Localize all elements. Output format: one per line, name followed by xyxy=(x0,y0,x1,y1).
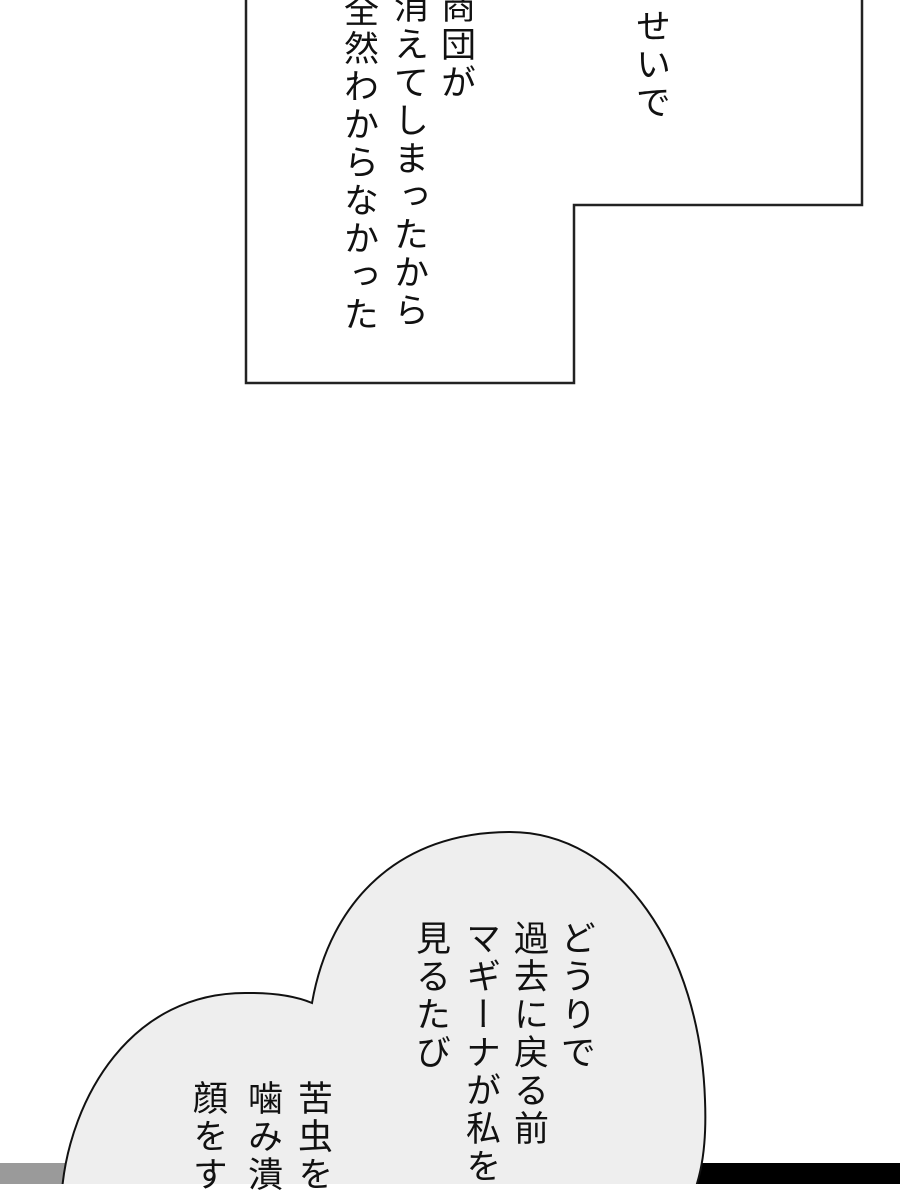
thought-bubble xyxy=(61,830,707,1184)
narration-column-4: 全然わからなかった xyxy=(338,0,378,334)
bubble-column-6: 噛み潰 xyxy=(242,1080,282,1194)
bubble-column-5: 苦虫を xyxy=(292,1080,332,1194)
bubble-column-4: 見るたび xyxy=(410,920,450,1072)
bubble-column-2: 過去に戻る前 xyxy=(508,920,548,1148)
bubble-column-3: マギーナが私を xyxy=(460,920,500,1186)
narration-column-1: せいで xyxy=(630,8,670,122)
bubble-column-7: 顔をす xyxy=(187,1080,227,1194)
bubble-column-1: どうりで xyxy=(555,920,595,1072)
halftone-strip xyxy=(0,1163,70,1184)
narration-column-3: 消えてしまったから xyxy=(388,0,428,330)
narration-column-2: 商団が xyxy=(435,0,475,102)
black-band xyxy=(640,1163,900,1184)
narration-box xyxy=(244,0,864,385)
